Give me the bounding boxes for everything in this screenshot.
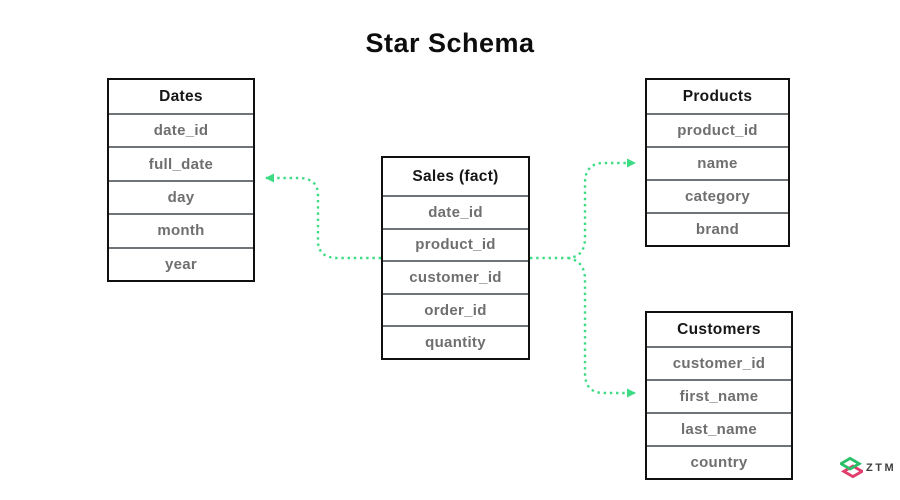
table-title: Dates bbox=[159, 87, 203, 105]
table-row: full_date bbox=[109, 146, 253, 179]
ztm-logo-icon bbox=[840, 456, 863, 479]
table-row: brand bbox=[647, 212, 788, 245]
table-row: customer_id bbox=[383, 260, 528, 293]
table-row: date_id bbox=[383, 195, 528, 228]
table-row: date_id bbox=[109, 113, 253, 146]
connector-sales-to-customers bbox=[567, 256, 636, 398]
table-row: country bbox=[647, 445, 791, 478]
table-row: product_id bbox=[647, 113, 788, 146]
table-row: product_id bbox=[383, 227, 528, 261]
logo-green-diamond bbox=[840, 456, 863, 471]
connector-sales-to-products bbox=[530, 158, 636, 260]
table-row: name bbox=[647, 146, 788, 179]
table-row: first_name bbox=[647, 379, 791, 412]
table-row: quantity bbox=[383, 325, 528, 358]
ztm-logo: ZTM bbox=[840, 456, 896, 480]
table-row: month bbox=[109, 213, 253, 246]
table-title: Products bbox=[682, 87, 753, 105]
table-title: Customers bbox=[677, 320, 761, 338]
table-row: last_name bbox=[647, 412, 791, 445]
logo-pink-diamond bbox=[840, 464, 863, 479]
table-row: category bbox=[647, 179, 788, 212]
page-title: Star Schema bbox=[365, 28, 535, 58]
table-row: order_id bbox=[383, 292, 528, 326]
table-title: Sales (fact) bbox=[412, 167, 499, 185]
connector-sales-to-dates bbox=[265, 173, 381, 260]
table-row: customer_id bbox=[647, 346, 791, 379]
ztm-logo-text: ZTM bbox=[866, 462, 897, 474]
table-row: day bbox=[109, 179, 253, 213]
table-row: year bbox=[109, 246, 253, 280]
